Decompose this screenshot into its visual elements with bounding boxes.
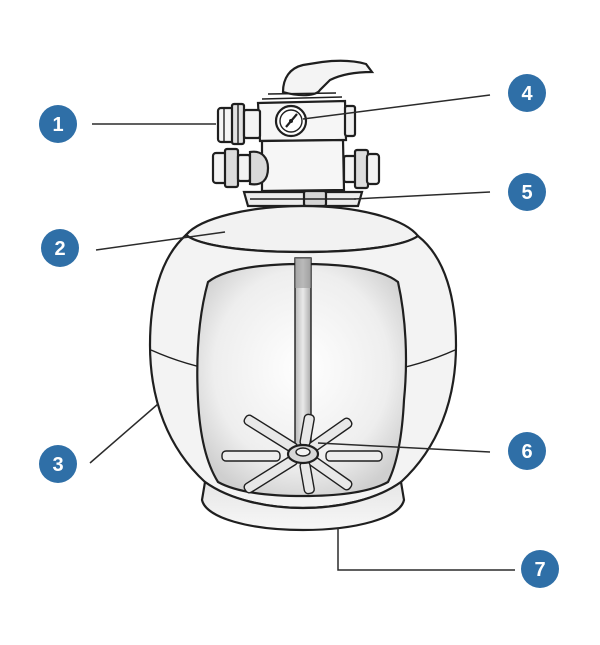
callout-4-label: 4 bbox=[521, 83, 533, 105]
callout-2: 2 bbox=[41, 229, 79, 267]
callout-2-label: 2 bbox=[54, 238, 65, 260]
multiport-valve bbox=[211, 59, 381, 208]
lateral-underdrain bbox=[221, 413, 383, 495]
callout-7: 7 bbox=[521, 550, 559, 588]
filter-tank bbox=[148, 204, 458, 532]
tank-base bbox=[200, 480, 406, 532]
valve-clamp-ring bbox=[242, 189, 364, 208]
callout-6: 6 bbox=[508, 432, 546, 470]
valve-lower-left-port bbox=[211, 147, 270, 189]
callout-7-label: 7 bbox=[534, 559, 545, 581]
valve-middle-body bbox=[260, 138, 346, 193]
leader-line-2 bbox=[95, 231, 226, 251]
leader-line-7 bbox=[337, 528, 515, 571]
callout-1: 1 bbox=[39, 105, 77, 143]
valve-lower-right-port bbox=[342, 148, 381, 190]
leader-line-5 bbox=[353, 191, 491, 200]
valve-handle bbox=[281, 59, 375, 97]
callout-5: 5 bbox=[508, 173, 546, 211]
callout-3-label: 3 bbox=[52, 454, 63, 476]
tank-top-dome bbox=[184, 204, 420, 254]
callout-6-label: 6 bbox=[521, 441, 532, 463]
leader-line-6 bbox=[317, 442, 491, 453]
callout-4: 4 bbox=[508, 74, 546, 112]
valve-outlet-port bbox=[216, 102, 262, 146]
leader-line-4 bbox=[302, 94, 491, 120]
callout-1-label: 1 bbox=[52, 114, 63, 136]
callout-3: 3 bbox=[39, 445, 77, 483]
callout-5-label: 5 bbox=[521, 182, 532, 204]
leader-line-3 bbox=[89, 403, 159, 464]
